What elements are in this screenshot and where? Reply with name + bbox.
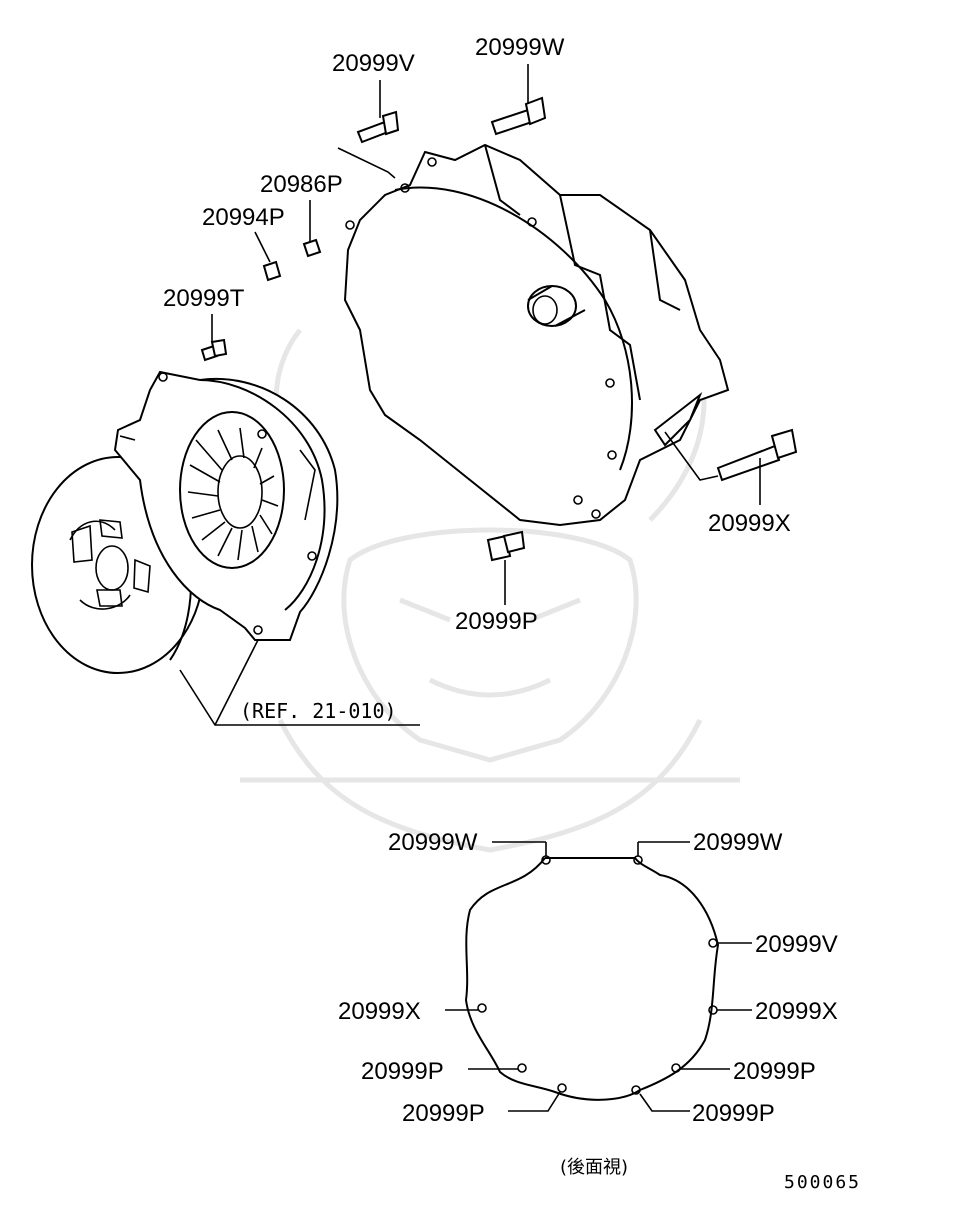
rear-callout-left-low: 20999P	[361, 1058, 444, 1085]
callout-20999x: 20999X	[708, 510, 791, 537]
rear-callout-top-left: 20999W	[388, 829, 478, 856]
reference-label: (REF. 21-010)	[240, 699, 397, 723]
rear-callout-right-low: 20999P	[733, 1058, 816, 1085]
rear-callout-right-mid: 20999X	[755, 998, 838, 1025]
view-caption: (後面視)	[560, 1157, 628, 1178]
callout-20999t: 20999T	[163, 285, 245, 312]
rear-callout-top-right: 20999W	[693, 829, 783, 856]
rear-callout-bottom-left: 20999P	[402, 1100, 485, 1127]
callout-20999p: 20999P	[455, 608, 538, 635]
diagram-code: 500065	[784, 1172, 861, 1193]
bolt-20999v	[356, 110, 400, 144]
bolt-20999x	[716, 428, 798, 482]
callout-20999v: 20999V	[332, 50, 415, 77]
rear-callout-left-mid: 20999X	[338, 998, 421, 1025]
nut-20986p	[302, 238, 322, 258]
rear-view-leaders	[445, 841, 752, 1112]
bolt-20999p	[486, 530, 526, 562]
leader-lines	[179, 64, 761, 726]
bolt-20999t	[200, 338, 228, 362]
transmission-housing	[343, 143, 730, 527]
rear-callout-right-upper: 20999V	[755, 931, 838, 958]
bolt-20999w	[490, 96, 547, 136]
diaphragm-fingers	[187, 427, 279, 561]
rear-callout-bottom-right: 20999P	[692, 1100, 775, 1127]
rear-view-outline	[464, 855, 720, 1101]
clutch-cover	[113, 370, 339, 641]
callout-20999w: 20999W	[475, 34, 565, 61]
nut-20994p	[262, 260, 282, 282]
callout-20994p: 20994P	[202, 204, 285, 231]
callout-20986p: 20986P	[260, 171, 343, 198]
